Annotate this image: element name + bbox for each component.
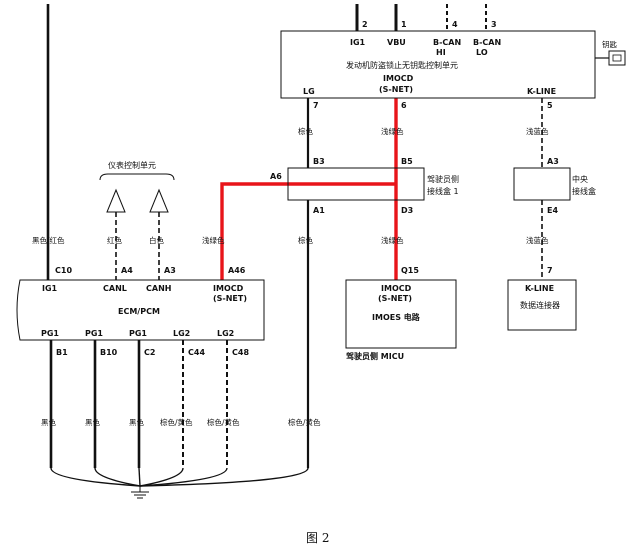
unit-pin-7: 7 <box>313 101 319 110</box>
key-icon <box>608 50 626 66</box>
dlc-name: 数据连接器 <box>520 300 560 310</box>
gnd-fan-3 <box>138 467 141 487</box>
wire-color-lightgreen-lower: 浅绿色 <box>381 235 404 245</box>
gnd-color-c44: 棕色/黄色 <box>160 417 193 427</box>
wire-imocd-to-ecm <box>220 182 396 280</box>
djb-pin-b3: B3 <box>313 157 325 166</box>
ground-symbol <box>131 486 149 499</box>
dlc-box <box>507 279 577 331</box>
unit-lo-label: LO <box>476 48 488 57</box>
figure-caption: 图 2 <box>306 531 329 545</box>
ecm-snet-label: (S-NET) <box>213 294 247 303</box>
ecm-pin-a3: A3 <box>164 266 176 275</box>
cjb-pin-e4: E4 <box>547 206 558 215</box>
wire-color-red: 红色 <box>107 235 122 245</box>
unit-pin-1: 1 <box>401 20 407 29</box>
ecm-canh-label: CANH <box>146 284 171 293</box>
driver-junction-box <box>287 167 425 201</box>
unit-pin-4: 4 <box>452 20 458 29</box>
unit-hi-label: HI <box>436 48 446 57</box>
canh-arrow-icon <box>149 188 169 213</box>
ecm-imocd-label: IMOCD <box>213 284 244 293</box>
unit-bcan-lo-label: B-CAN <box>473 38 501 47</box>
wire-color-brown-lower: 棕色 <box>298 235 313 245</box>
gnd-color-b10: 黑色 <box>85 417 100 427</box>
unit-vbu-label: VBU <box>387 38 406 47</box>
ecm-pin-a46: A46 <box>228 266 246 275</box>
wire-color-brown-upper: 棕色 <box>298 126 313 136</box>
wire-color-lightblue-lower: 浅蓝色 <box>526 235 549 245</box>
gnd-fan-6 <box>139 467 309 487</box>
ecm-ig1-label: IG1 <box>42 284 58 293</box>
ecm-pin-c10: C10 <box>55 266 72 275</box>
immobilizer-unit-title: 发动机防盗锁止无钥匙控制单元 <box>346 60 458 70</box>
ecm-lg2-c48-label: LG2 <box>217 329 234 338</box>
unit-pin-3: 3 <box>491 20 497 29</box>
gnd-fan-4 <box>139 467 184 487</box>
wire-color-lightblue-upper: 浅蓝色 <box>526 126 549 136</box>
micu-box <box>345 279 457 349</box>
djb-name-2: 接线盒 1 <box>427 186 459 196</box>
gnd-color-b1: 黑色 <box>41 417 56 427</box>
cjb-pin-a3: A3 <box>547 157 559 166</box>
gnd-color-c48: 棕色/黄色 <box>207 417 240 427</box>
ecm-pin-c44: C44 <box>188 348 205 357</box>
unit-kline-label: K-LINE <box>527 87 556 96</box>
wire-color-black-red: 黑色/红色 <box>32 235 65 245</box>
djb-pin-b5: B5 <box>401 157 413 166</box>
cjb-name-1: 中央 <box>572 174 588 184</box>
unit-bcan-hi-label: B-CAN <box>433 38 461 47</box>
djb-pin-d3: D3 <box>401 206 413 215</box>
key-label: 钥匙 <box>602 39 617 49</box>
central-junction-box <box>513 167 571 201</box>
ecm-pg1-b10-label: PG1 <box>85 329 103 338</box>
wire-color-lightgreen-ecm: 浅绿色 <box>202 235 225 245</box>
gnd-color-lg: 棕色/黄色 <box>288 417 321 427</box>
dlc-kline-label: K-LINE <box>525 284 554 293</box>
gauge-unit-bracket <box>99 173 175 181</box>
canl-arrow-icon <box>106 188 126 213</box>
unit-ig1-label: IG1 <box>350 38 366 47</box>
wire-color-white: 白色 <box>149 235 164 245</box>
dlc-pin-7: 7 <box>547 266 553 275</box>
unit-lg-label: LG <box>303 87 315 96</box>
micu-imocd-label: IMOCD <box>381 284 412 293</box>
ecm-pin-c2: C2 <box>144 348 155 357</box>
imocd-highlight-circuit <box>220 98 398 280</box>
ecm-pg1-c2-label: PG1 <box>129 329 147 338</box>
ecm-title: ECM/PCM <box>118 307 160 316</box>
ecm-pin-b1: B1 <box>56 348 68 357</box>
immobilizer-unit-box <box>280 30 596 99</box>
ecm-pin-b10: B10 <box>100 348 118 357</box>
gnd-fan-2 <box>94 467 141 487</box>
unit-snet-label: (S-NET) <box>379 85 413 94</box>
micu-circuit-label: IMOES 电路 <box>372 312 421 322</box>
wires <box>46 4 610 487</box>
unit-pin-6: 6 <box>401 101 407 110</box>
micu-pin-q15: Q15 <box>401 266 419 275</box>
djb-pin-a6: A6 <box>270 172 282 181</box>
djb-pin-a1: A1 <box>313 206 325 215</box>
djb-name-1: 驾驶员侧 <box>427 174 459 184</box>
unit-pin-5: 5 <box>547 101 553 110</box>
gnd-color-c2: 黑色 <box>129 417 144 427</box>
cjb-name-2: 接线盒 <box>572 186 596 196</box>
gauge-unit-label: 仪表控制单元 <box>108 160 156 170</box>
ecm-lg2-c44-label: LG2 <box>173 329 190 338</box>
ecm-canl-label: CANL <box>103 284 127 293</box>
ecm-pcm-box <box>16 279 265 341</box>
micu-snet-label: (S-NET) <box>378 294 412 303</box>
unit-pin-2: 2 <box>362 20 368 29</box>
unit-imocd-label: IMOCD <box>383 74 414 83</box>
wire-color-lightgreen-upper: 浅绿色 <box>381 126 404 136</box>
micu-name: 驾驶员侧 MICU <box>345 351 404 361</box>
ecm-pin-a4: A4 <box>121 266 133 275</box>
gnd-fan-5 <box>139 467 228 487</box>
ecm-pin-c48: C48 <box>232 348 249 357</box>
ecm-pg1-b1-label: PG1 <box>41 329 59 338</box>
gnd-fan-1 <box>50 467 141 487</box>
